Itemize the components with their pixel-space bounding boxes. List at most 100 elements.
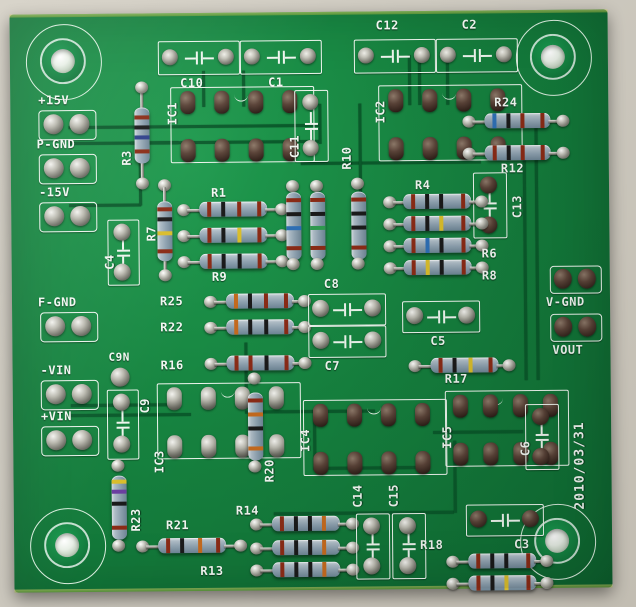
pad (200, 386, 216, 410)
label-c14: C14 (350, 484, 365, 508)
solder-joint (309, 179, 324, 193)
resistor-r25-body (225, 293, 295, 309)
pad (69, 157, 90, 179)
pad (71, 383, 92, 405)
pad (45, 316, 66, 337)
pad (180, 139, 196, 163)
pad (483, 442, 499, 466)
pad (490, 88, 506, 112)
pad (380, 403, 397, 427)
pad (422, 88, 438, 113)
resistor-r21-body (226, 319, 295, 335)
pad (214, 138, 230, 162)
pad (453, 442, 469, 466)
label-r17: R17 (444, 371, 468, 386)
pad (495, 46, 512, 63)
solder-joint (135, 81, 149, 94)
resistor-body (199, 227, 268, 243)
resistor-body (403, 215, 472, 232)
label-c15: C15 (386, 484, 401, 508)
label-r10: R10 (339, 146, 354, 170)
pad (313, 451, 329, 475)
resistor-r14-body (271, 515, 341, 532)
solder-joint (248, 460, 262, 473)
pad (415, 450, 431, 475)
resistor-body (310, 191, 326, 261)
pad (521, 510, 539, 528)
pad (456, 88, 472, 112)
pad (46, 430, 67, 451)
label-minus-vin: -VIN (40, 363, 72, 378)
resistor-r16-body (226, 355, 295, 371)
label-r7: R7 (144, 225, 159, 242)
pad (201, 434, 217, 458)
pad (214, 90, 230, 114)
pad (167, 435, 183, 459)
pad (113, 263, 131, 281)
printed-circuit-board: C10 C1 C12 C2 IC1 (9, 9, 613, 593)
ic2-notch (442, 84, 457, 100)
label-r22: R20 (262, 459, 277, 483)
pad (302, 139, 319, 157)
pad (577, 268, 596, 289)
pad (110, 367, 130, 387)
label-r23: R23 (128, 508, 144, 532)
label-c2: C2 (461, 17, 478, 32)
resistor-r13-body (272, 561, 341, 578)
pad (268, 386, 284, 410)
solder-joint (112, 539, 126, 552)
resistor-r3-body (134, 107, 150, 164)
ic4-notch (366, 399, 381, 415)
label-r3: R3 (119, 150, 134, 166)
pad (299, 47, 316, 65)
pad (482, 394, 499, 418)
label-r1: R1 (210, 185, 227, 200)
label-r9: R9 (211, 269, 228, 284)
resistor-r9-body (199, 253, 268, 269)
pad (532, 447, 550, 466)
pad (311, 299, 330, 317)
pad (357, 47, 374, 64)
pad (422, 136, 438, 161)
resistor-r23-body (111, 475, 128, 540)
pad (217, 48, 234, 65)
pad (45, 384, 66, 405)
label-r14: R14 (235, 503, 260, 518)
label-plus-vin: +VIN (40, 409, 72, 424)
solder-joint (540, 554, 554, 568)
resistor-body (286, 192, 302, 261)
pad (71, 315, 92, 337)
pad (180, 91, 196, 115)
pad (458, 306, 476, 324)
pad (248, 138, 264, 162)
solder-joint (298, 356, 312, 370)
resistor-r18-body (468, 553, 537, 569)
label-r25: R25 (159, 294, 184, 309)
pad (302, 93, 319, 111)
pad (554, 316, 573, 337)
mounting-hole-ring-bottom-left (29, 507, 107, 585)
solder-joint (247, 372, 261, 385)
ic1-notch (234, 86, 249, 102)
pad (413, 46, 430, 64)
pad (479, 176, 498, 194)
resistor-r6-body (403, 237, 472, 254)
pad (312, 331, 330, 349)
mounting-hole-ring-top-left (25, 23, 103, 101)
label-c12: C12 (375, 18, 399, 33)
solder-joint (475, 217, 489, 230)
solder-joint (475, 261, 489, 274)
solder-joint (111, 459, 125, 472)
pad (363, 299, 382, 317)
label-c5: C5 (430, 333, 446, 348)
solder-joint (135, 177, 150, 190)
label-c9n: C9N (108, 350, 130, 364)
pad (347, 451, 363, 475)
solder-joint (234, 539, 248, 552)
pad (113, 435, 131, 453)
pad (44, 206, 65, 227)
solder-joint (310, 257, 324, 271)
trace (522, 160, 528, 381)
pad (399, 557, 417, 575)
pad (439, 46, 456, 63)
